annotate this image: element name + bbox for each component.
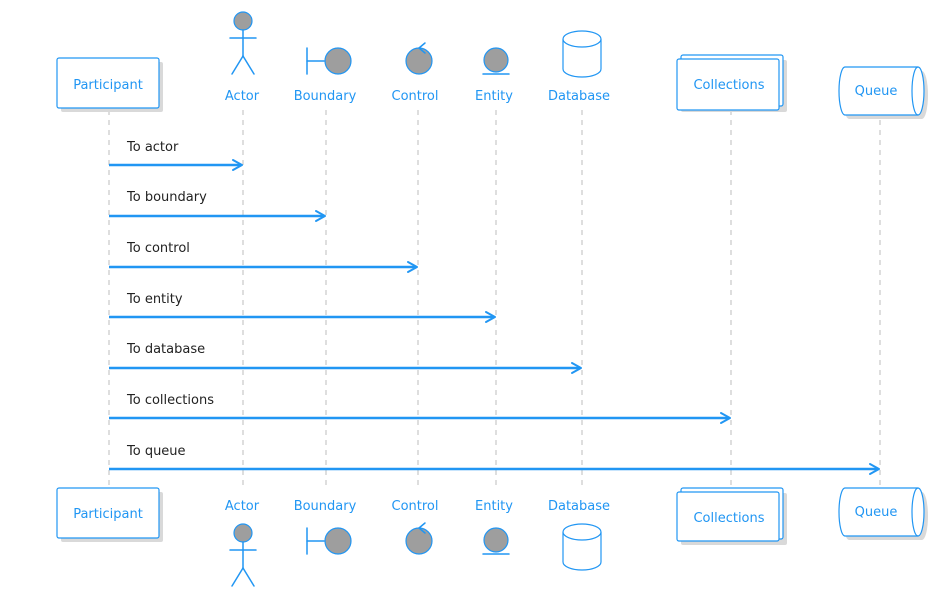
queue-box-bottom: Queue bbox=[838, 487, 928, 540]
arrowhead-icon bbox=[315, 210, 326, 222]
entity-label-bottom: Entity bbox=[475, 499, 513, 514]
arrowhead-icon bbox=[869, 463, 880, 475]
database-label-bottom: Database bbox=[548, 499, 610, 514]
collections-box-top: Collections bbox=[676, 54, 787, 112]
actor-label-bottom: Actor bbox=[225, 499, 260, 514]
control-icon-bottom bbox=[405, 522, 433, 555]
database-icon-bottom bbox=[562, 523, 602, 571]
actor-icon-bottom bbox=[229, 523, 257, 587]
message-label: To actor bbox=[126, 140, 179, 155]
participant-label-bottom: Participant bbox=[73, 507, 143, 522]
boundary-icon-top bbox=[306, 47, 352, 75]
control-icon-top bbox=[405, 42, 433, 75]
boundary-label-bottom: Boundary bbox=[294, 499, 357, 514]
message-label: To collections bbox=[126, 393, 214, 408]
database-label-top: Database bbox=[548, 89, 610, 104]
message-4: To entity bbox=[109, 292, 496, 323]
message-label: To entity bbox=[126, 292, 183, 307]
entity-icon-top bbox=[482, 47, 510, 75]
queue-label-top: Queue bbox=[855, 84, 898, 99]
message-3: To control bbox=[109, 241, 418, 273]
actor-label-top: Actor bbox=[225, 89, 260, 104]
control-label-top: Control bbox=[392, 89, 439, 104]
message-2: To boundary bbox=[109, 190, 326, 222]
participant-box-bottom: Participant bbox=[56, 487, 163, 542]
entity-label-top: Entity bbox=[475, 89, 513, 104]
queue-box-top: Queue bbox=[838, 66, 928, 119]
arrowhead-icon bbox=[485, 311, 496, 323]
lifelines bbox=[108, 110, 881, 488]
message-label: To queue bbox=[126, 444, 186, 459]
arrowhead-icon bbox=[720, 412, 731, 424]
actor-icon-top bbox=[229, 11, 257, 75]
message-6: To collections bbox=[109, 393, 731, 424]
entity-icon-bottom bbox=[482, 527, 510, 555]
control-label-bottom: Control bbox=[392, 499, 439, 514]
queue-label-bottom: Queue bbox=[855, 505, 898, 520]
boundary-label-top: Boundary bbox=[294, 89, 357, 104]
database-icon-top bbox=[562, 30, 602, 78]
message-1: To actor bbox=[109, 140, 243, 171]
message-5: To database bbox=[109, 342, 582, 374]
arrowhead-icon bbox=[571, 362, 582, 374]
arrowhead-icon bbox=[407, 261, 418, 273]
message-label: To boundary bbox=[126, 190, 207, 205]
message-7: To queue bbox=[109, 444, 880, 475]
collections-label-bottom: Collections bbox=[693, 511, 764, 526]
collections-box-bottom: Collections bbox=[676, 487, 787, 545]
collections-label-top: Collections bbox=[693, 78, 764, 93]
arrowhead-icon bbox=[232, 159, 243, 171]
participant-box-top: Participant bbox=[56, 57, 163, 112]
message-label: To database bbox=[126, 342, 205, 357]
message-label: To control bbox=[126, 241, 190, 256]
boundary-icon-bottom bbox=[306, 527, 352, 555]
participant-label-top: Participant bbox=[73, 78, 143, 93]
